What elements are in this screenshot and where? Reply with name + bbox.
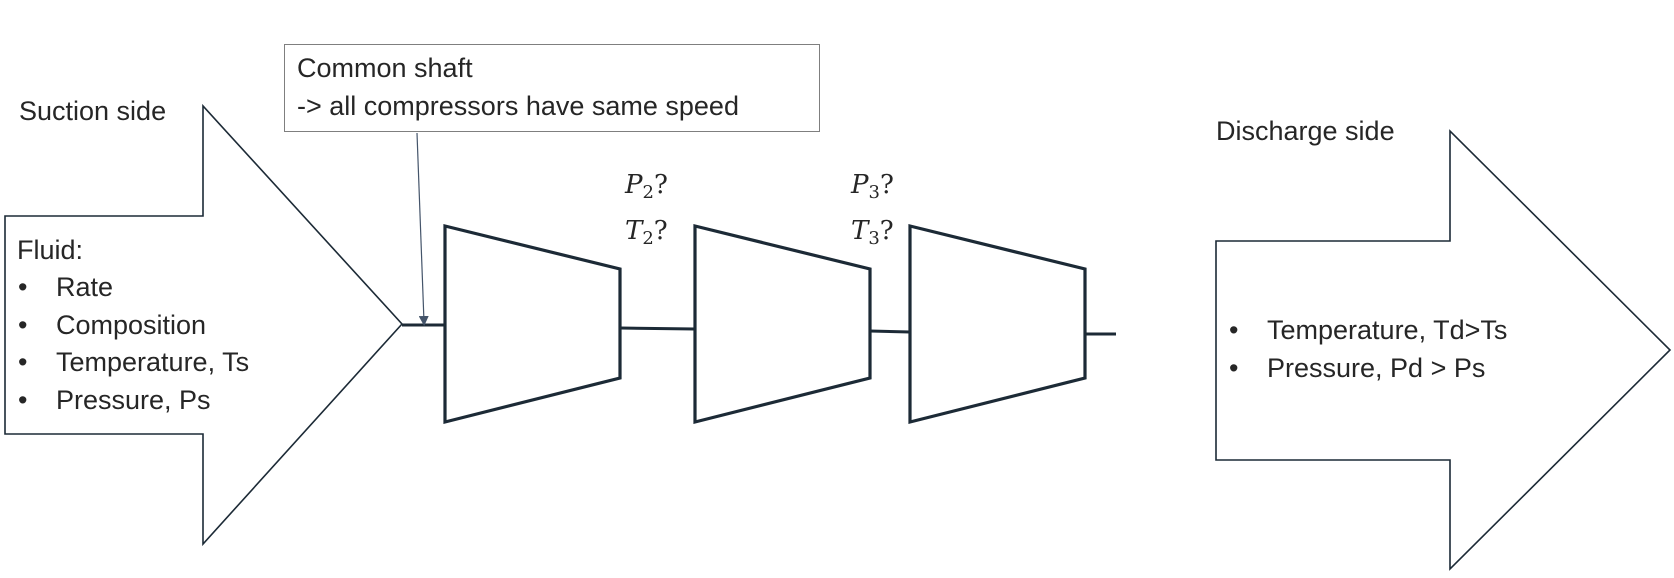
callout-leader-line [416,132,429,326]
list-item: •Pressure, Ps [18,384,211,415]
temperature-label-2: T2? [625,216,668,249]
callout-line-1: Common shaft [297,53,473,83]
list-item: •Temperature, Td>Ts [1229,315,1508,345]
compressor-stage-1 [443,223,622,425]
temperature-label-3: T3? [851,216,894,249]
pressure-label-2: P2? [625,170,668,203]
pressure-label-3: P3? [851,170,894,203]
suction-arrow-shape [4,103,404,547]
compressor-stage-3 [908,223,1087,425]
compressor-stage-2 [693,223,872,425]
suction-fluid-list: •Rate •Composition •Temperature, Ts •Pre… [18,269,249,419]
shaft-segment-1-2 [619,326,696,331]
list-item: •Temperature, Ts [18,347,250,377]
list-item: •Pressure, Pd > Ps [1229,352,1486,383]
list-item: •Composition [18,309,207,340]
list-item: •Rate [18,272,114,302]
discharge-conditions-list: •Temperature, Td>Ts •Pressure, Pd > Ps [1229,312,1507,387]
common-shaft-callout: Common shaft -> all compressors have sam… [284,44,820,132]
interstage-label-3: P3? T3? [851,166,894,258]
discharge-side-title: Discharge side [1216,116,1395,146]
callout-line-2: -> all compressors have same speed [297,91,739,121]
discharge-arrow-shape [1215,129,1672,571]
interstage-label-2: P2? T2? [625,166,668,258]
shaft-segment-2-3 [869,329,911,334]
fluid-label: Fluid: [17,235,84,265]
suction-side-title: Suction side [19,96,167,126]
